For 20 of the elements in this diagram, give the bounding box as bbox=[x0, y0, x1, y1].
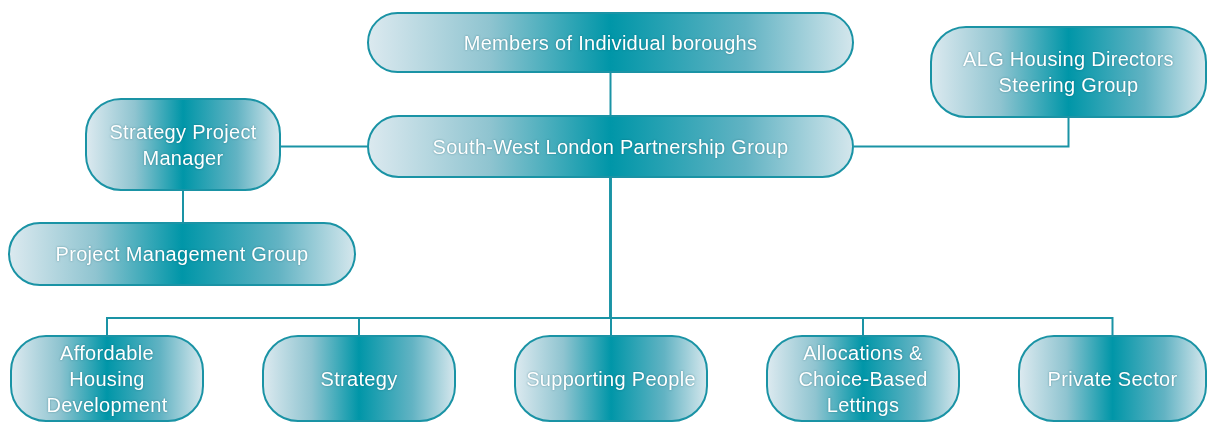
rounded-box bbox=[262, 335, 456, 422]
connector-line bbox=[182, 190, 184, 223]
connector-line bbox=[280, 145, 368, 148]
box-label: Strategy bbox=[320, 366, 398, 392]
box-label: Members of Individual boroughs bbox=[463, 30, 758, 56]
rounded-box bbox=[1018, 335, 1207, 422]
connector-line bbox=[609, 177, 1114, 336]
rounded-box bbox=[766, 335, 960, 422]
rounded-box bbox=[85, 98, 281, 191]
box-label: ALG Housing Directors Steering Group bbox=[962, 47, 1175, 98]
rounded-box bbox=[367, 12, 854, 73]
box-label: Allocations & Choice-Based Lettings bbox=[797, 340, 929, 418]
connector-line bbox=[853, 117, 1070, 148]
rounded-box bbox=[514, 335, 708, 422]
box-label: Project Management Group bbox=[55, 242, 309, 267]
rounded-box bbox=[10, 335, 204, 422]
rounded-box bbox=[8, 222, 356, 286]
box-label: Affordable Housing Development bbox=[45, 340, 169, 418]
rounded-box bbox=[930, 26, 1207, 118]
connector-line bbox=[609, 72, 612, 116]
